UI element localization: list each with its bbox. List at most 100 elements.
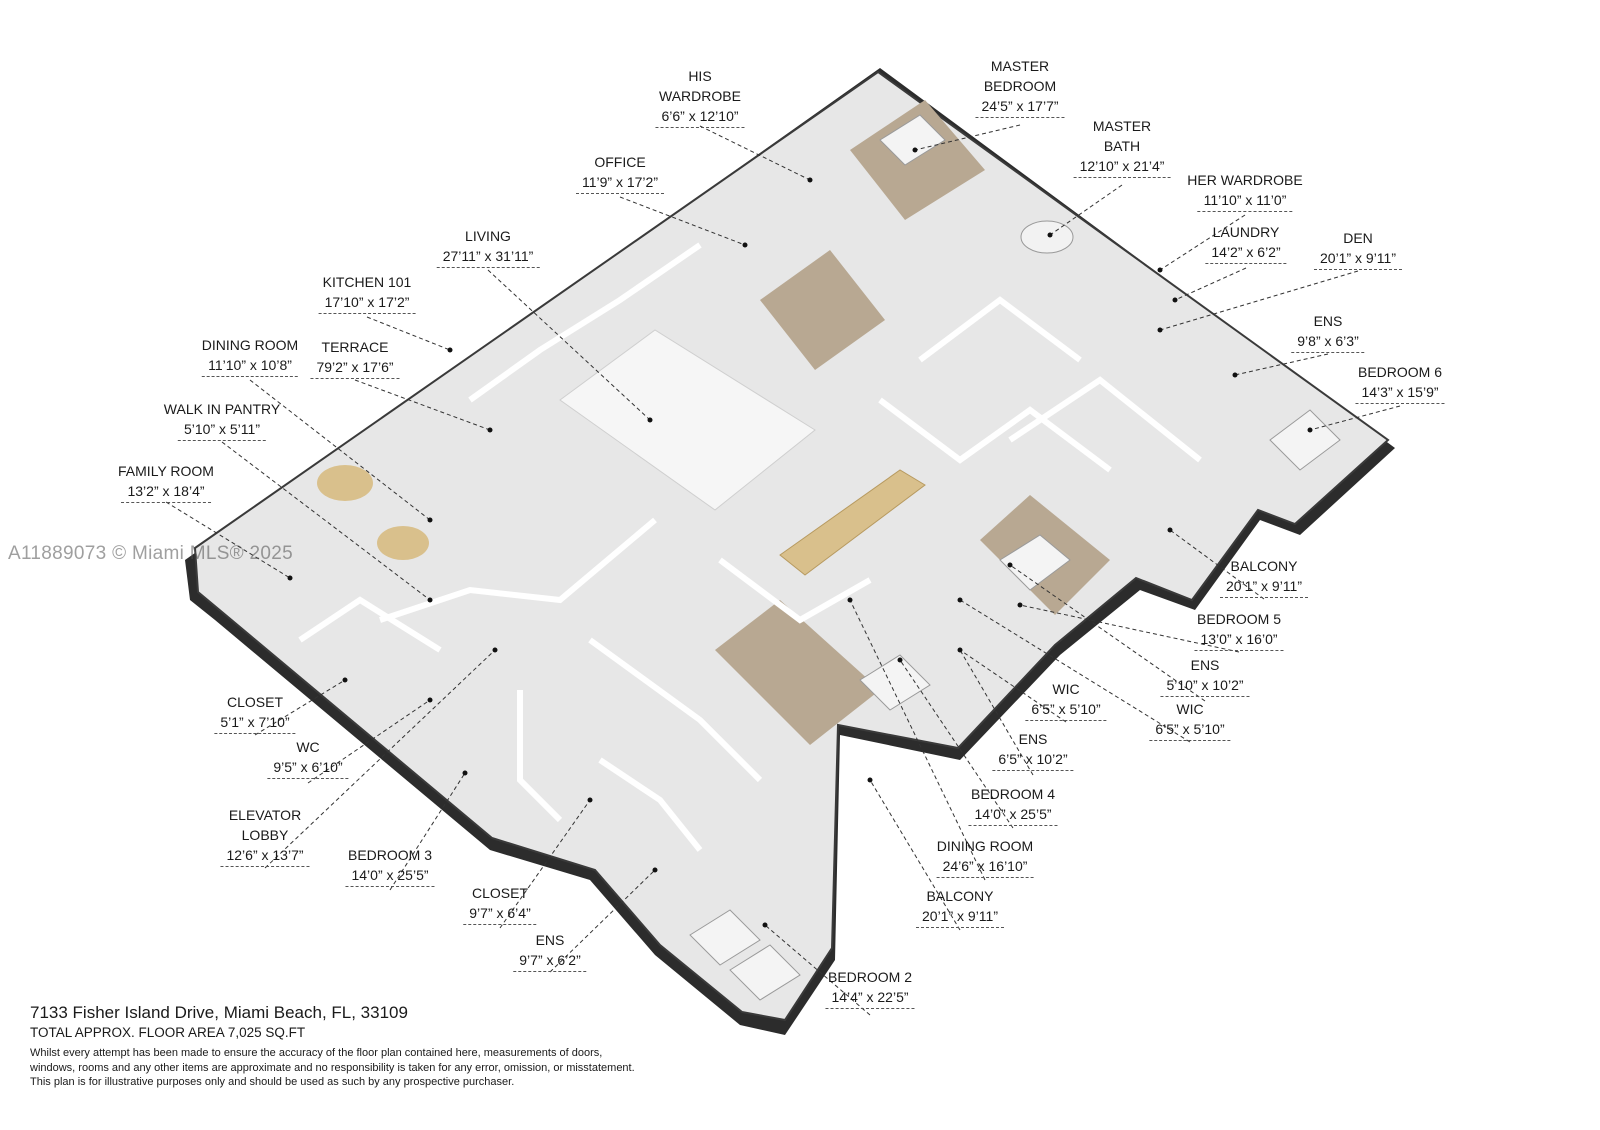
room-dimensions: 14’2” x 6’2”: [1205, 242, 1287, 264]
property-address: 7133 Fisher Island Drive, Miami Beach, F…: [30, 1003, 408, 1022]
room-label-her-wardrobe: HER WARDROBE 11’10” x 11’0”: [1187, 170, 1303, 212]
room-dimensions: 13’0” x 16’0”: [1194, 629, 1284, 651]
dining-table: [779, 469, 926, 576]
room-name: MASTER: [990, 58, 1050, 74]
room-name: BATH: [1103, 138, 1141, 154]
room-dimensions: 13’2” x 18’4”: [121, 481, 211, 503]
room-label-master-bath: MASTER BATH 12’10” x 21’4”: [1073, 116, 1171, 178]
room-label-wic-2: WIC 6’5” x 5’10”: [1149, 699, 1231, 741]
room-name: MASTER: [1092, 118, 1152, 134]
master-bedroom-floor: [850, 100, 985, 220]
room-label-his-wardrobe: HIS WARDROBE 6’6” x 12’10”: [655, 66, 745, 128]
room-dimensions: 79’2” x 17’6”: [310, 357, 400, 379]
watermark: A11889073 © Miami MLS® 2025: [8, 543, 294, 564]
room-dimensions: 11’10” x 11’0”: [1197, 190, 1293, 212]
tub: [1020, 220, 1074, 254]
room-name: CLOSET: [226, 694, 284, 710]
room-dimensions: 12’6” x 13’7”: [220, 845, 310, 867]
bedroom-4-floor: [715, 600, 880, 745]
furniture-beds: [689, 114, 1341, 1001]
room-label-family-room: FAMILY ROOM 13’2” x 18’4”: [118, 461, 214, 503]
disclaimer-line: Whilst every attempt has been made to en…: [30, 1047, 603, 1059]
room-label-closet-bottom: CLOSET 9’7” x 6’4”: [463, 883, 537, 925]
room-name: ENS: [1313, 313, 1343, 329]
room-name: HER WARDROBE: [1187, 172, 1303, 188]
room-name: LAUNDRY: [1212, 224, 1280, 240]
round-table-1: [317, 465, 373, 501]
room-dimensions: 20’1” x 9’11”: [1313, 248, 1403, 270]
room-dimensions: 6’5” x 10’2”: [992, 749, 1074, 771]
room-name: KITCHEN 101: [322, 274, 412, 290]
room-dimensions: 11’10” x 10’8”: [202, 355, 298, 377]
room-name: WIC: [1052, 681, 1080, 697]
room-name: LIVING: [465, 228, 511, 244]
office-floor: [760, 250, 885, 370]
room-dimensions: 9’7” x 6’4”: [463, 903, 537, 925]
room-label-dining-room-main: DINING ROOM 24’6” x 16’10”: [936, 836, 1034, 878]
total-floor-area: TOTAL APPROX. FLOOR AREA 7,025 SQ.FT: [30, 1025, 306, 1040]
room-dimensions: 6’5” x 5’10”: [1025, 699, 1107, 721]
room-label-bedroom-3: BEDROOM 3 14’0” x 25’5”: [345, 845, 435, 887]
room-label-den: DEN 20’1” x 9’11”: [1313, 228, 1403, 270]
room-name: BEDROOM 6: [1357, 364, 1443, 380]
room-name: CLOSET: [471, 885, 528, 901]
room-dimensions: 20’1” x 9’11”: [1219, 576, 1309, 598]
footer: 7133 Fisher Island Drive, Miami Beach, F…: [30, 1002, 790, 1090]
room-name: WIC: [1176, 701, 1204, 717]
room-name: HIS: [688, 68, 712, 84]
room-dimensions: 12’10” x 21’4”: [1073, 156, 1171, 178]
room-label-master-bedroom: MASTER BEDROOM 24’5” x 17’7”: [975, 56, 1065, 118]
room-name: BEDROOM 3: [347, 847, 433, 863]
room-name: WALK IN PANTRY: [163, 401, 281, 417]
disclaimer: Whilst every attempt has been made to en…: [30, 1046, 790, 1090]
room-name: ENS: [1190, 657, 1220, 673]
room-dimensions: 6’5” x 5’10”: [1149, 719, 1231, 741]
room-markers: [287, 147, 1313, 928]
room-dimensions: 14’0” x 25’5”: [345, 865, 435, 887]
room-name: BEDROOM 2: [827, 969, 913, 985]
room-dimensions: 14’0” x 25’5”: [968, 804, 1058, 826]
room-dimensions: 5’1” x 7’10”: [214, 712, 296, 734]
room-name: LOBBY: [241, 827, 289, 843]
room-name: BEDROOM: [983, 78, 1057, 94]
room-dimensions: 24’6” x 16’10”: [936, 856, 1034, 878]
room-dimensions: 6’6” x 12’10”: [655, 106, 745, 128]
building-floor: [193, 70, 1390, 1022]
room-name: DINING ROOM: [936, 838, 1034, 854]
room-name: ENS: [535, 932, 565, 948]
room-label-wic-1: WIC 6’5” x 5’10”: [1025, 679, 1107, 721]
room-name: DEN: [1343, 230, 1373, 246]
room-name: WC: [296, 739, 320, 755]
room-name: BEDROOM 5: [1196, 611, 1282, 627]
room-label-ens-mid: ENS 5’10” x 10’2”: [1160, 655, 1250, 697]
room-label-dining-room-top: DINING ROOM 11’10” x 10’8”: [202, 335, 298, 377]
room-label-walk-in-pantry: WALK IN PANTRY 5’10” x 5’11”: [164, 399, 280, 441]
room-dimensions: 5’10” x 5’11”: [177, 419, 266, 441]
room-label-laundry: LAUNDRY 14’2” x 6’2”: [1205, 222, 1287, 264]
room-dimensions: 9’5” x 6’10”: [267, 757, 349, 779]
room-name: TERRACE: [321, 339, 389, 355]
interior-walls: [298, 242, 1202, 852]
room-dimensions: 5’10” x 10’2”: [1160, 675, 1250, 697]
disclaimer-line: windows, rooms and any other items are a…: [30, 1061, 635, 1074]
room-dimensions: 9’8” x 6’3”: [1291, 331, 1365, 353]
disclaimer-line: This plan is for illustrative purposes o…: [30, 1076, 515, 1088]
room-dimensions: 14’3” x 15’9”: [1355, 382, 1445, 404]
room-name: DINING ROOM: [201, 337, 299, 353]
room-label-ens-top: ENS 9’8” x 6’3”: [1291, 311, 1365, 353]
room-label-closet-left: CLOSET 5’1” x 7’10”: [214, 692, 296, 734]
room-label-bedroom-5: BEDROOM 5 13’0” x 16’0”: [1194, 609, 1284, 651]
room-name: FAMILY ROOM: [118, 463, 214, 479]
room-label-wc: WC 9’5” x 6’10”: [267, 737, 349, 779]
room-name: WARDROBE: [659, 88, 741, 104]
room-dimensions: 9’7” x 6’2”: [513, 950, 587, 972]
room-dimensions: 20’1” x 9’11”: [915, 906, 1005, 928]
room-dimensions: 24’5” x 17’7”: [975, 96, 1065, 118]
